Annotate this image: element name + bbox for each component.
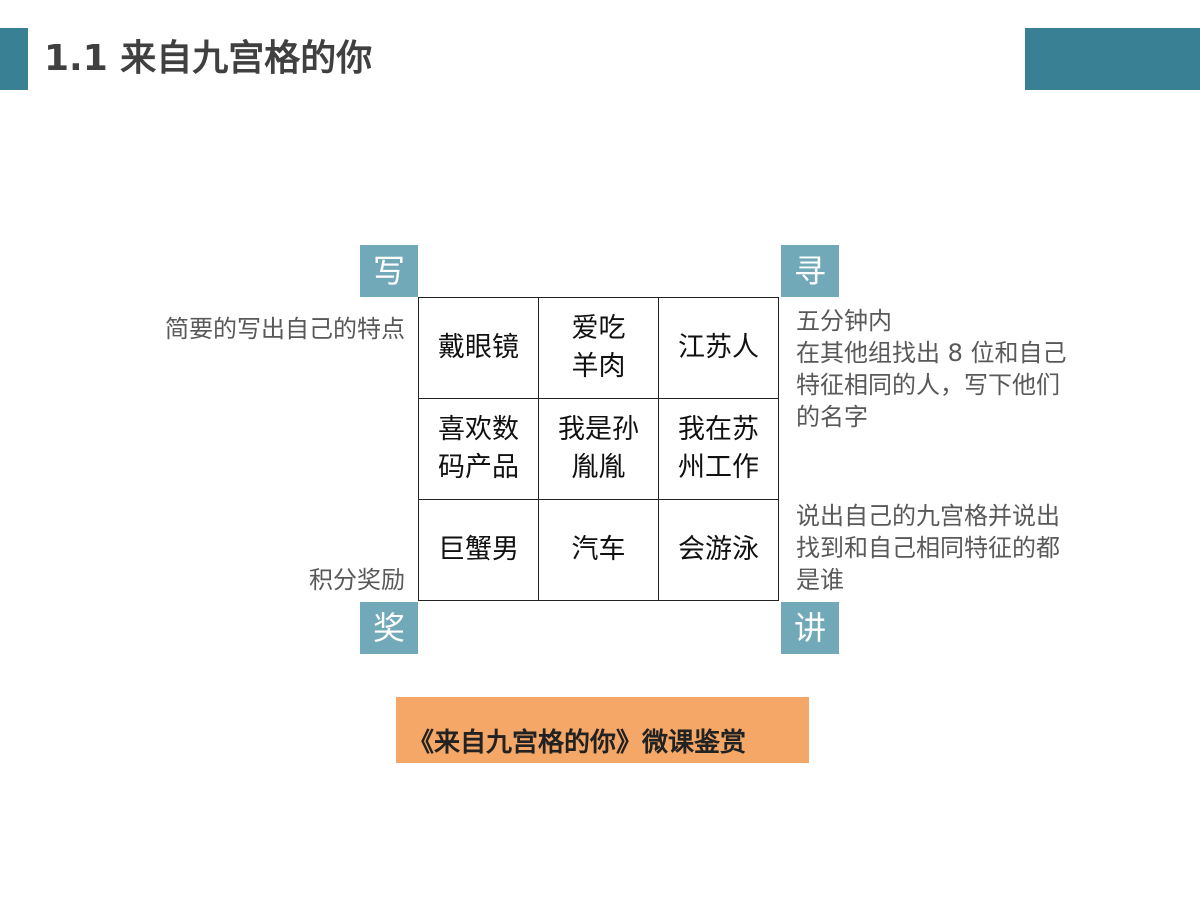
grid-cell: 我是孙胤胤 — [538, 398, 659, 500]
grid-cell-text: 戴眼镜 — [438, 332, 519, 363]
nine-grid: 戴眼镜 爱吃羊肉 江苏人 喜欢数码产品 我是孙胤胤 我在苏州工作 巨蟹男 汽车 … — [418, 297, 779, 601]
grid-cell: 喜欢数码产品 — [418, 398, 539, 500]
grid-cell: 江苏人 — [658, 297, 779, 399]
grid-cell: 爱吃羊肉 — [538, 297, 659, 399]
note-write: 简要的写出自己的特点 — [165, 315, 405, 343]
note-reward: 积分奖励 — [309, 566, 405, 594]
grid-cell: 戴眼镜 — [418, 297, 539, 399]
grid-cell-text: 江苏人 — [678, 332, 759, 363]
note-speak: 说出自己的九宫格并说出找到和自己相同特征的都是谁 — [796, 502, 1060, 594]
grid-row: 喜欢数码产品 我是孙胤胤 我在苏州工作 — [418, 398, 779, 500]
grid-cell-text: 巨蟹男 — [438, 534, 519, 565]
grid-cell: 会游泳 — [658, 499, 779, 601]
grid-cell: 我在苏州工作 — [658, 398, 779, 500]
note-find-line2: 在其他组找出 8 位和自己特征相同的人，写下他们的名字 — [796, 339, 1067, 431]
note-find-line1: 五分钟内 — [796, 307, 892, 335]
corner-label-reward: 奖 — [360, 602, 418, 654]
grid-row: 巨蟹男 汽车 会游泳 — [418, 499, 779, 601]
grid-cell: 汽车 — [538, 499, 659, 601]
note-find: 五分钟内 在其他组找出 8 位和自己特征相同的人，写下他们的名字 — [796, 305, 1071, 433]
micro-course-banner: 《来自九宫格的你》微课鉴赏 — [396, 697, 809, 763]
grid-cell-text: 我在苏州工作 — [678, 414, 759, 483]
grid-cell: 巨蟹男 — [418, 499, 539, 601]
grid-row: 戴眼镜 爱吃羊肉 江苏人 — [418, 297, 779, 399]
grid-cell-text: 我是孙胤胤 — [558, 414, 639, 483]
grid-cell-text: 汽车 — [571, 534, 626, 565]
page-title: 1.1 来自九宫格的你 — [44, 38, 373, 79]
grid-cell-text: 喜欢数码产品 — [438, 414, 519, 483]
corner-label-find: 寻 — [781, 245, 839, 297]
banner-text: 《来自九宫格的你》微课鉴赏 — [408, 728, 747, 758]
corner-label-write: 写 — [360, 245, 418, 297]
header-accent-right — [1025, 28, 1200, 90]
header-accent-left — [0, 28, 28, 90]
corner-label-speak: 讲 — [781, 602, 839, 654]
grid-cell-text: 爱吃羊肉 — [571, 313, 626, 382]
grid-cell-text: 会游泳 — [678, 534, 759, 565]
